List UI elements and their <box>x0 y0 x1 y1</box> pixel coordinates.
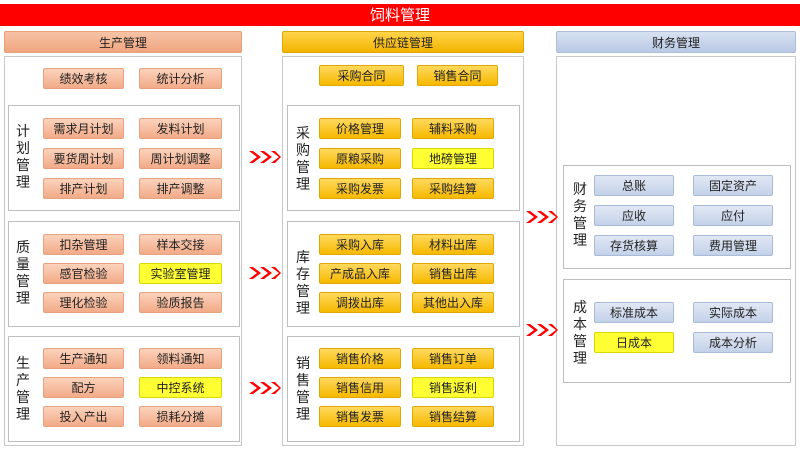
module-sample-handover[interactable]: 样本交接 <box>139 234 222 255</box>
module-purchase-contract[interactable]: 采购合同 <box>319 65 404 86</box>
module-weekly-plan-adjust[interactable]: 周计划调整 <box>139 148 222 169</box>
module-quality-report[interactable]: 验质报告 <box>139 292 222 313</box>
module-expense-management[interactable]: 费用管理 <box>693 235 773 256</box>
section-label-purchase-management: 采购管理 <box>296 126 310 193</box>
module-physicochemical-test[interactable]: 理化检验 <box>43 292 124 313</box>
page-title: 饲料管理 <box>0 4 800 26</box>
flow-arrow-icon <box>526 211 558 223</box>
module-auxiliary-purchase[interactable]: 辅料采购 <box>412 118 494 139</box>
module-material-outbound[interactable]: 材料出库 <box>412 234 494 255</box>
module-sales-invoice[interactable]: 销售发票 <box>319 406 401 427</box>
module-inventory-accounting[interactable]: 存货核算 <box>594 235 674 256</box>
module-sales-contract[interactable]: 销售合同 <box>417 65 498 86</box>
flow-arrow-icon <box>249 382 281 394</box>
module-finished-goods-inbound[interactable]: 产成品入库 <box>319 263 401 284</box>
section-label-inventory-management: 库存管理 <box>296 250 310 317</box>
module-material-request-notice[interactable]: 领料通知 <box>139 348 222 369</box>
module-laboratory-management[interactable]: 实验室管理 <box>139 263 222 284</box>
module-price-management[interactable]: 价格管理 <box>319 118 401 139</box>
module-purchase-settlement[interactable]: 采购结算 <box>412 178 494 199</box>
module-weekly-request-plan[interactable]: 要货周计划 <box>43 148 124 169</box>
section-label-sales-management: 销售管理 <box>296 356 310 423</box>
module-other-in-out[interactable]: 其他出入库 <box>412 292 494 313</box>
module-payables[interactable]: 应付 <box>693 205 773 226</box>
section-label-finance-management: 财务管理 <box>573 182 587 249</box>
module-impurity-deduction[interactable]: 扣杂管理 <box>43 234 124 255</box>
module-production-notice[interactable]: 生产通知 <box>43 348 124 369</box>
module-monthly-demand-plan[interactable]: 需求月计划 <box>43 118 124 139</box>
module-scheduling-adjust[interactable]: 排产调整 <box>139 178 222 199</box>
column-header-finance: 财务管理 <box>556 31 796 53</box>
section-label-plan-management: 计划管理 <box>16 124 30 191</box>
module-general-ledger[interactable]: 总账 <box>594 175 674 196</box>
module-actual-cost[interactable]: 实际成本 <box>693 302 773 323</box>
module-sales-credit[interactable]: 销售信用 <box>319 377 401 398</box>
module-grain-purchase[interactable]: 原粮采购 <box>319 148 401 169</box>
column-header-supply-chain: 供应链管理 <box>282 31 524 53</box>
section-label-cost-management: 成本管理 <box>573 300 587 367</box>
module-input-output[interactable]: 投入产出 <box>43 406 124 427</box>
module-sales-outbound[interactable]: 销售出库 <box>412 263 494 284</box>
module-sales-settlement[interactable]: 销售结算 <box>412 406 494 427</box>
section-label-production-management: 生产管理 <box>16 356 30 423</box>
module-sales-order[interactable]: 销售订单 <box>412 348 494 369</box>
module-central-control-system[interactable]: 中控系统 <box>139 377 222 398</box>
module-fixed-assets[interactable]: 固定资产 <box>693 175 773 196</box>
module-sales-rebate[interactable]: 销售返利 <box>412 377 494 398</box>
module-cost-analysis[interactable]: 成本分析 <box>693 332 773 353</box>
section-cost-management <box>563 279 791 383</box>
module-receivables[interactable]: 应收 <box>594 205 674 226</box>
module-formula[interactable]: 配方 <box>43 377 124 398</box>
module-scheduling-plan[interactable]: 排产计划 <box>43 178 124 199</box>
module-sensory-inspection[interactable]: 感官检验 <box>43 263 124 284</box>
module-standard-cost[interactable]: 标准成本 <box>594 302 674 323</box>
module-material-issue-plan[interactable]: 发料计划 <box>139 118 222 139</box>
column-header-production: 生产管理 <box>4 31 242 53</box>
flow-arrow-icon <box>249 151 281 163</box>
module-purchase-inbound[interactable]: 采购入库 <box>319 234 401 255</box>
flow-arrow-icon <box>526 324 558 336</box>
module-daily-cost[interactable]: 日成本 <box>594 332 674 353</box>
module-sales-price[interactable]: 销售价格 <box>319 348 401 369</box>
module-transfer-outbound[interactable]: 调拨出库 <box>319 292 401 313</box>
flow-arrow-icon <box>249 267 281 279</box>
module-performance-review[interactable]: 绩效考核 <box>43 68 124 89</box>
module-purchase-invoice[interactable]: 采购发票 <box>319 178 401 199</box>
module-loss-allocation[interactable]: 损耗分摊 <box>139 406 222 427</box>
module-weighbridge-management[interactable]: 地磅管理 <box>412 148 494 169</box>
module-statistical-analysis[interactable]: 统计分析 <box>139 68 222 89</box>
section-label-quality-management: 质量管理 <box>16 240 30 307</box>
